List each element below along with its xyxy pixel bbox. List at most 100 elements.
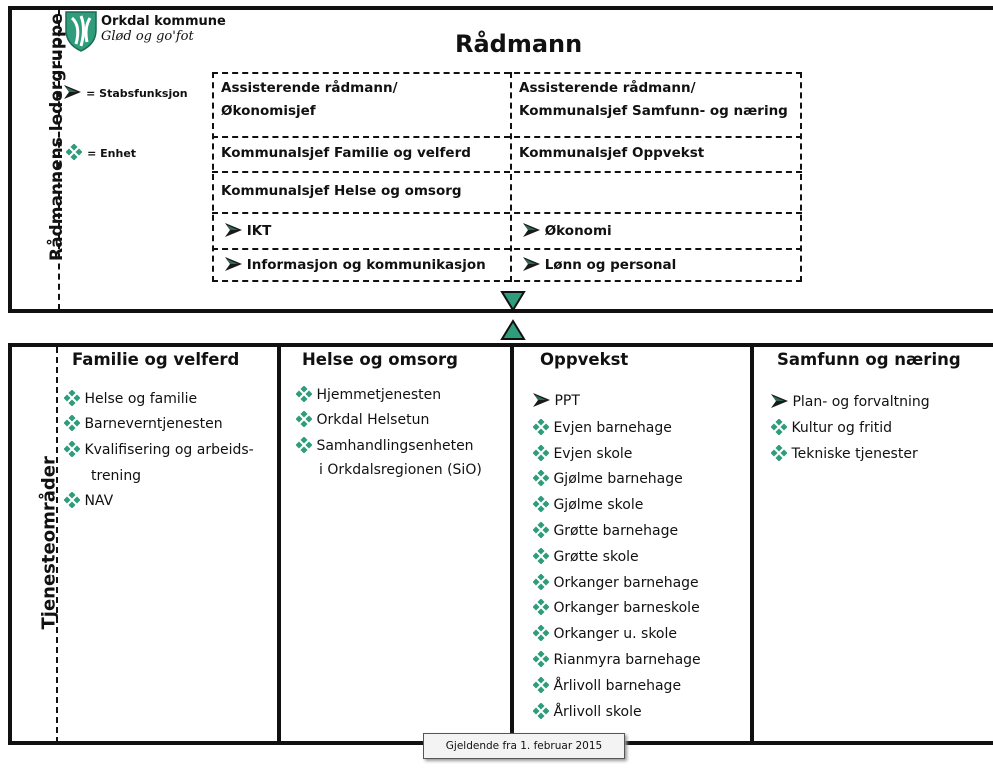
arrow-icon (225, 257, 242, 271)
cell-family-welfare: Kommunalsjef Familie og velferd (221, 145, 471, 161)
area-heading: Helse og omsorg (302, 350, 458, 369)
list-item: Samhandlingsenheten (296, 436, 474, 456)
list-item: Barneverntjenesten (64, 414, 223, 434)
diamond-bullet-icon (533, 574, 549, 590)
grid-line (212, 136, 802, 138)
diamond-bullet-icon (533, 548, 549, 564)
column-divider (750, 347, 754, 743)
diamond-bullet-icon (533, 419, 549, 435)
list-item: PPT (533, 391, 580, 411)
diamond-bullet-icon (64, 441, 80, 457)
diamond-bullet-icon (66, 144, 82, 160)
logo-name: Orkdal kommune (101, 14, 226, 29)
cell-health-care: Kommunalsjef Helse og omsorg (221, 183, 462, 199)
legend-unit: = Enhet (66, 142, 136, 161)
item-label: Samhandlingsenheten (316, 438, 474, 454)
down-triangle-icon (500, 290, 526, 316)
area-heading: Oppvekst (540, 350, 629, 369)
list-item: Orkdal Helsetun (296, 410, 429, 430)
arrow-icon (523, 257, 540, 271)
diamond-bullet-icon (296, 386, 312, 402)
item-label: Gjølme barnehage (553, 471, 683, 487)
item-continuation: trening (91, 468, 142, 484)
list-item: Tekniske tjenester (771, 444, 918, 464)
item-label: Helse og familie (84, 391, 198, 407)
list-item: Kvalifisering og arbeids- (64, 440, 254, 460)
up-triangle-icon (500, 319, 526, 345)
cell-assistant-finance: Assisterende rådmann/ Økonomisjef (221, 77, 398, 123)
cell-label: Informasjon og kommunikasjon (246, 257, 486, 273)
cell-ikt: IKT (225, 220, 271, 243)
page-title: Rådmann (455, 30, 583, 58)
diamond-bullet-icon (533, 703, 549, 719)
item-label: NAV (84, 493, 114, 509)
cell-line: Assisterende rådmann/ (519, 80, 696, 96)
area-heading: Samfunn og næring (777, 350, 961, 369)
item-label: Orkanger barnehage (553, 575, 699, 591)
grid-line (212, 171, 802, 173)
diamond-bullet-icon (64, 390, 80, 406)
list-item: Årlivoll skole (533, 702, 642, 722)
item-label: Evjen barnehage (553, 420, 672, 436)
cell-payroll: Lønn og personal (523, 254, 676, 277)
logo-tagline: Glød og go'fot (101, 29, 194, 44)
list-item: Hjemmetjenesten (296, 385, 441, 405)
list-item: Orkanger u. skole (533, 624, 677, 644)
item-label: Grøtte skole (553, 549, 639, 565)
diamond-bullet-icon (771, 445, 787, 461)
list-item: Plan- og forvaltning (771, 392, 930, 412)
list-item: Evjen skole (533, 444, 632, 464)
arrow-icon (533, 393, 550, 407)
cell-label: Lønn og personal (544, 257, 677, 273)
item-label: PPT (554, 393, 580, 409)
list-item: Gjølme barnehage (533, 469, 683, 489)
area-heading: Familie og velferd (72, 350, 240, 369)
validity-note: Gjeldende fra 1. februar 2015 (423, 733, 625, 759)
list-item: Rianmyra barnehage (533, 650, 701, 670)
cell-label: IKT (246, 223, 272, 239)
item-label: Orkanger u. skole (553, 626, 677, 642)
item-label: Grøtte barnehage (553, 523, 679, 539)
cell-line: Assisterende rådmann/ (221, 80, 398, 96)
grid-line (212, 212, 802, 214)
logo-shield-icon (64, 10, 98, 52)
list-item: Evjen barnehage (533, 418, 672, 438)
cell-label: Økonomi (544, 223, 612, 239)
list-item: Kultur og fritid (771, 418, 892, 438)
cell-line: Kommunalsjef Samfunn- og næring (519, 103, 788, 119)
diamond-bullet-icon (533, 651, 549, 667)
cell-information: Informasjon og kommunikasjon (225, 254, 486, 277)
item-label: Årlivoll barnehage (553, 678, 682, 694)
item-label: Orkanger barneskole (553, 600, 700, 616)
arrow-icon (64, 85, 81, 99)
leadership-grid (212, 72, 802, 282)
diamond-bullet-icon (771, 419, 787, 435)
grid-line (212, 248, 802, 250)
list-item: Orkanger barnehage (533, 573, 699, 593)
diamond-bullet-icon (296, 437, 312, 453)
divider (56, 347, 58, 743)
grid-divider (510, 72, 512, 282)
diamond-bullet-icon (64, 415, 80, 431)
item-label: Årlivoll skole (553, 704, 642, 720)
item-label: Orkdal Helsetun (316, 412, 430, 428)
leadership-frame (8, 6, 993, 313)
legend-staff-label: = Stabsfunksjon (86, 87, 188, 100)
diamond-bullet-icon (296, 411, 312, 427)
legend-unit-label: = Enhet (87, 147, 137, 160)
cell-economy: Økonomi (523, 220, 612, 243)
list-item: Orkanger barneskole (533, 598, 700, 618)
item-label: Kvalifisering og arbeids- (84, 442, 254, 458)
diamond-bullet-icon (533, 677, 549, 693)
cell-line: Økonomisjef (221, 103, 316, 119)
diamond-bullet-icon (533, 445, 549, 461)
list-item: NAV (64, 491, 113, 511)
cell-assistant-community: Assisterende rådmann/ Kommunalsjef Samfu… (519, 77, 788, 123)
diamond-bullet-icon (64, 492, 80, 508)
list-item: Helse og familie (64, 389, 197, 409)
list-item: Årlivoll barnehage (533, 676, 681, 696)
item-continuation: i Orkdalsregionen (SiO) (319, 462, 482, 478)
arrow-icon (225, 223, 242, 237)
list-item: Gjølme skole (533, 495, 643, 515)
side-label-services: Tjenesteområder (38, 456, 60, 630)
